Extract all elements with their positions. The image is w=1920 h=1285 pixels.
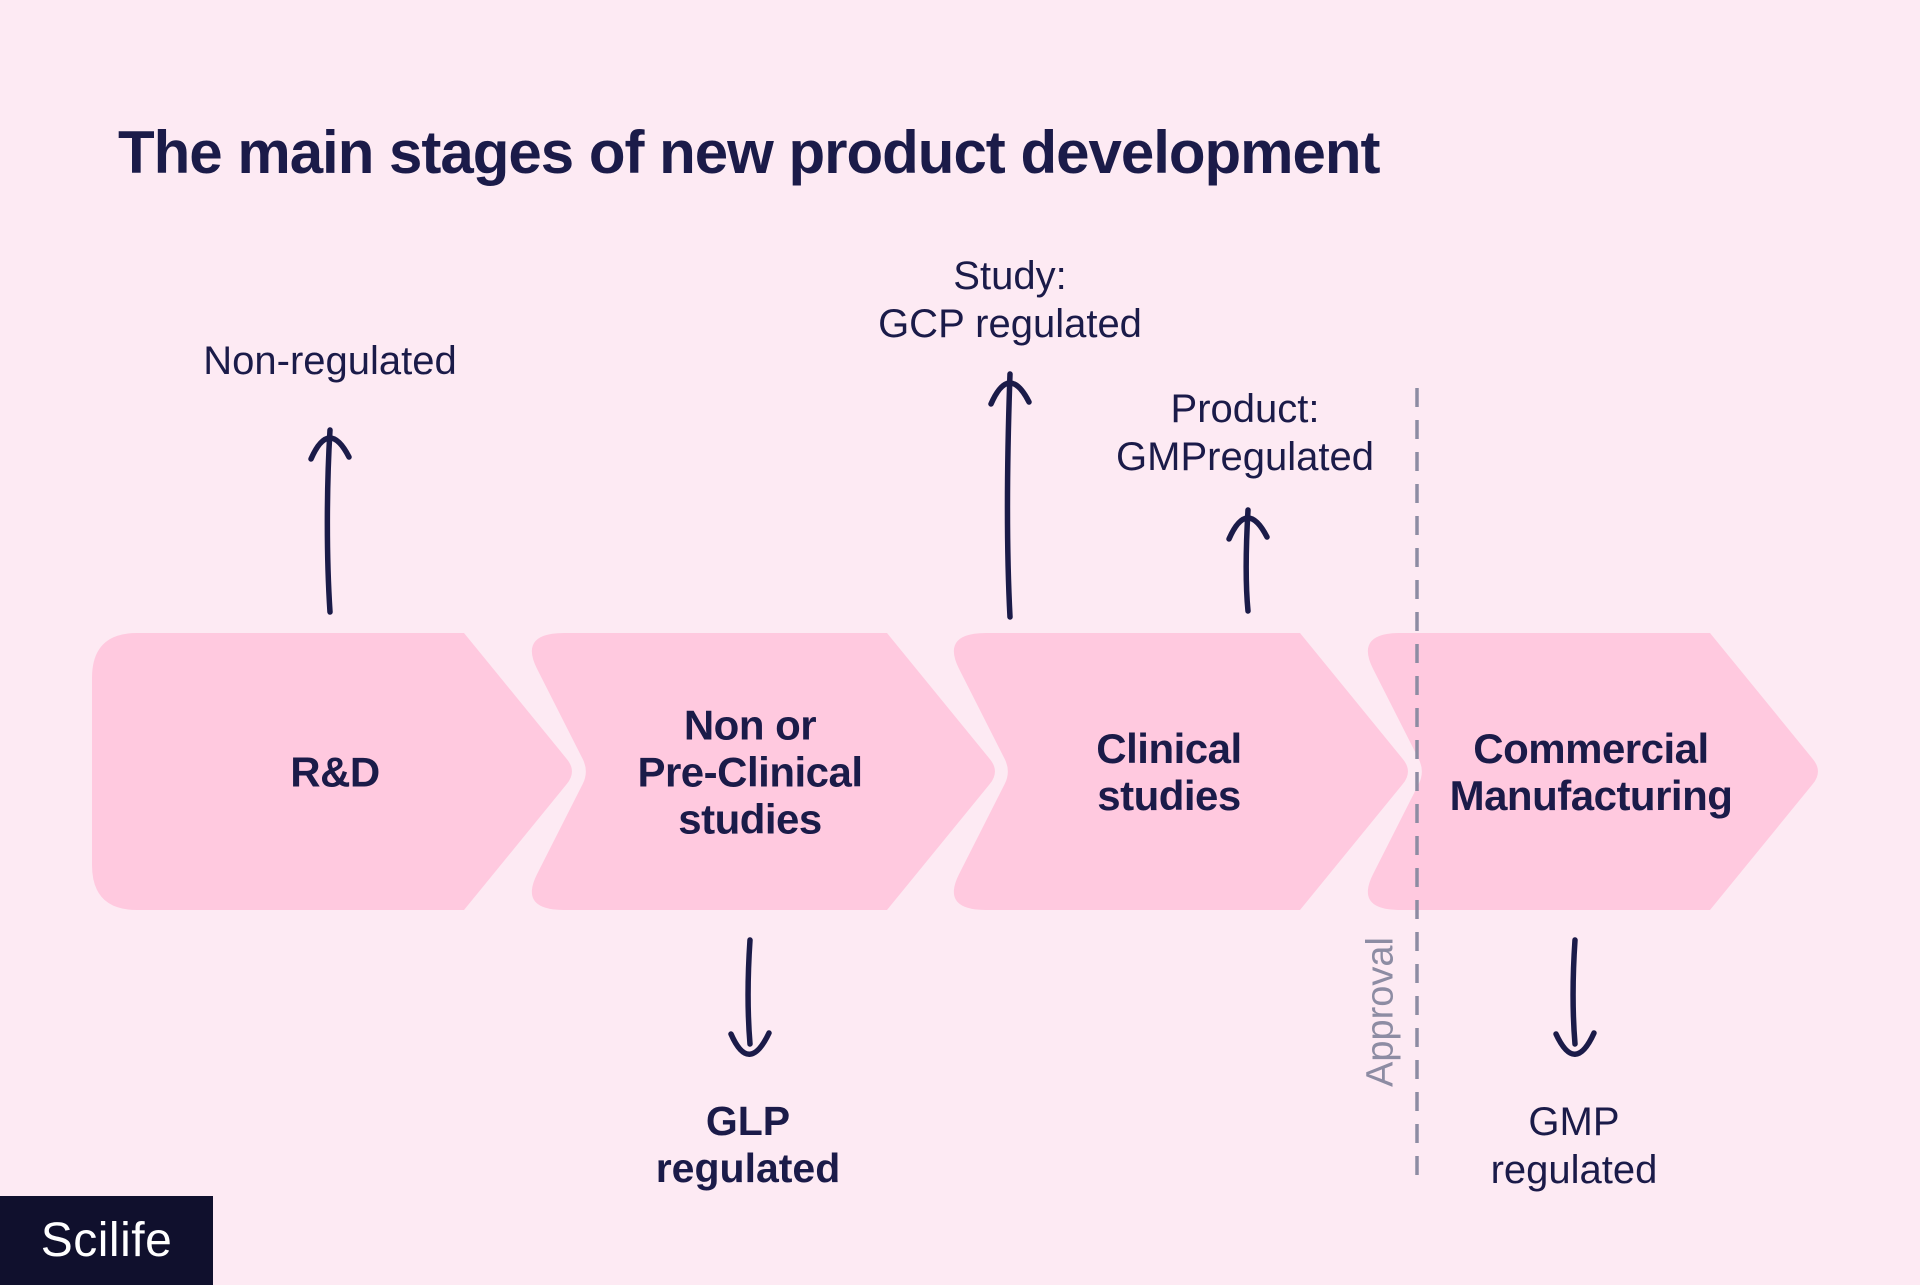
annotation-gmp: GMP regulated (1490, 1100, 1658, 1192)
stage-chevron-rd (92, 633, 572, 910)
annotation-study-gcp: Study: GCP regulated (878, 254, 1142, 346)
annotation-glp: GLP regulated (655, 1098, 841, 1191)
scilife-logo: Scilife (0, 1196, 213, 1285)
page-title: The main stages of new product developme… (118, 119, 1381, 186)
annotation-non-regulated: Non-regulated (203, 339, 457, 383)
stage-label-preclinical: Non or Pre-Clinical studies (637, 701, 863, 843)
down-arrow-glp (728, 937, 772, 1057)
up-arrow-non-regulated (308, 427, 352, 615)
stage-chevron-clinical (953, 633, 1408, 910)
stage-label-rd: R&D (290, 748, 380, 796)
up-arrow-gcp (988, 371, 1032, 620)
stage-chevron-preclinical (531, 633, 995, 910)
annotation-approval: Approval (1359, 937, 1402, 1087)
up-arrow-gmp-product (1226, 507, 1270, 614)
annotation-product-gmp: Product: GMPregulated (1116, 387, 1374, 479)
scilife-logo-text: Scilife (40, 1214, 173, 1267)
stage-chevron-manufacturing (1367, 633, 1818, 910)
stage-label-manufacturing: Commercial Manufacturing (1449, 725, 1733, 819)
stage-label-clinical: Clinical studies (1096, 725, 1242, 819)
down-arrow-gmp (1553, 937, 1597, 1057)
